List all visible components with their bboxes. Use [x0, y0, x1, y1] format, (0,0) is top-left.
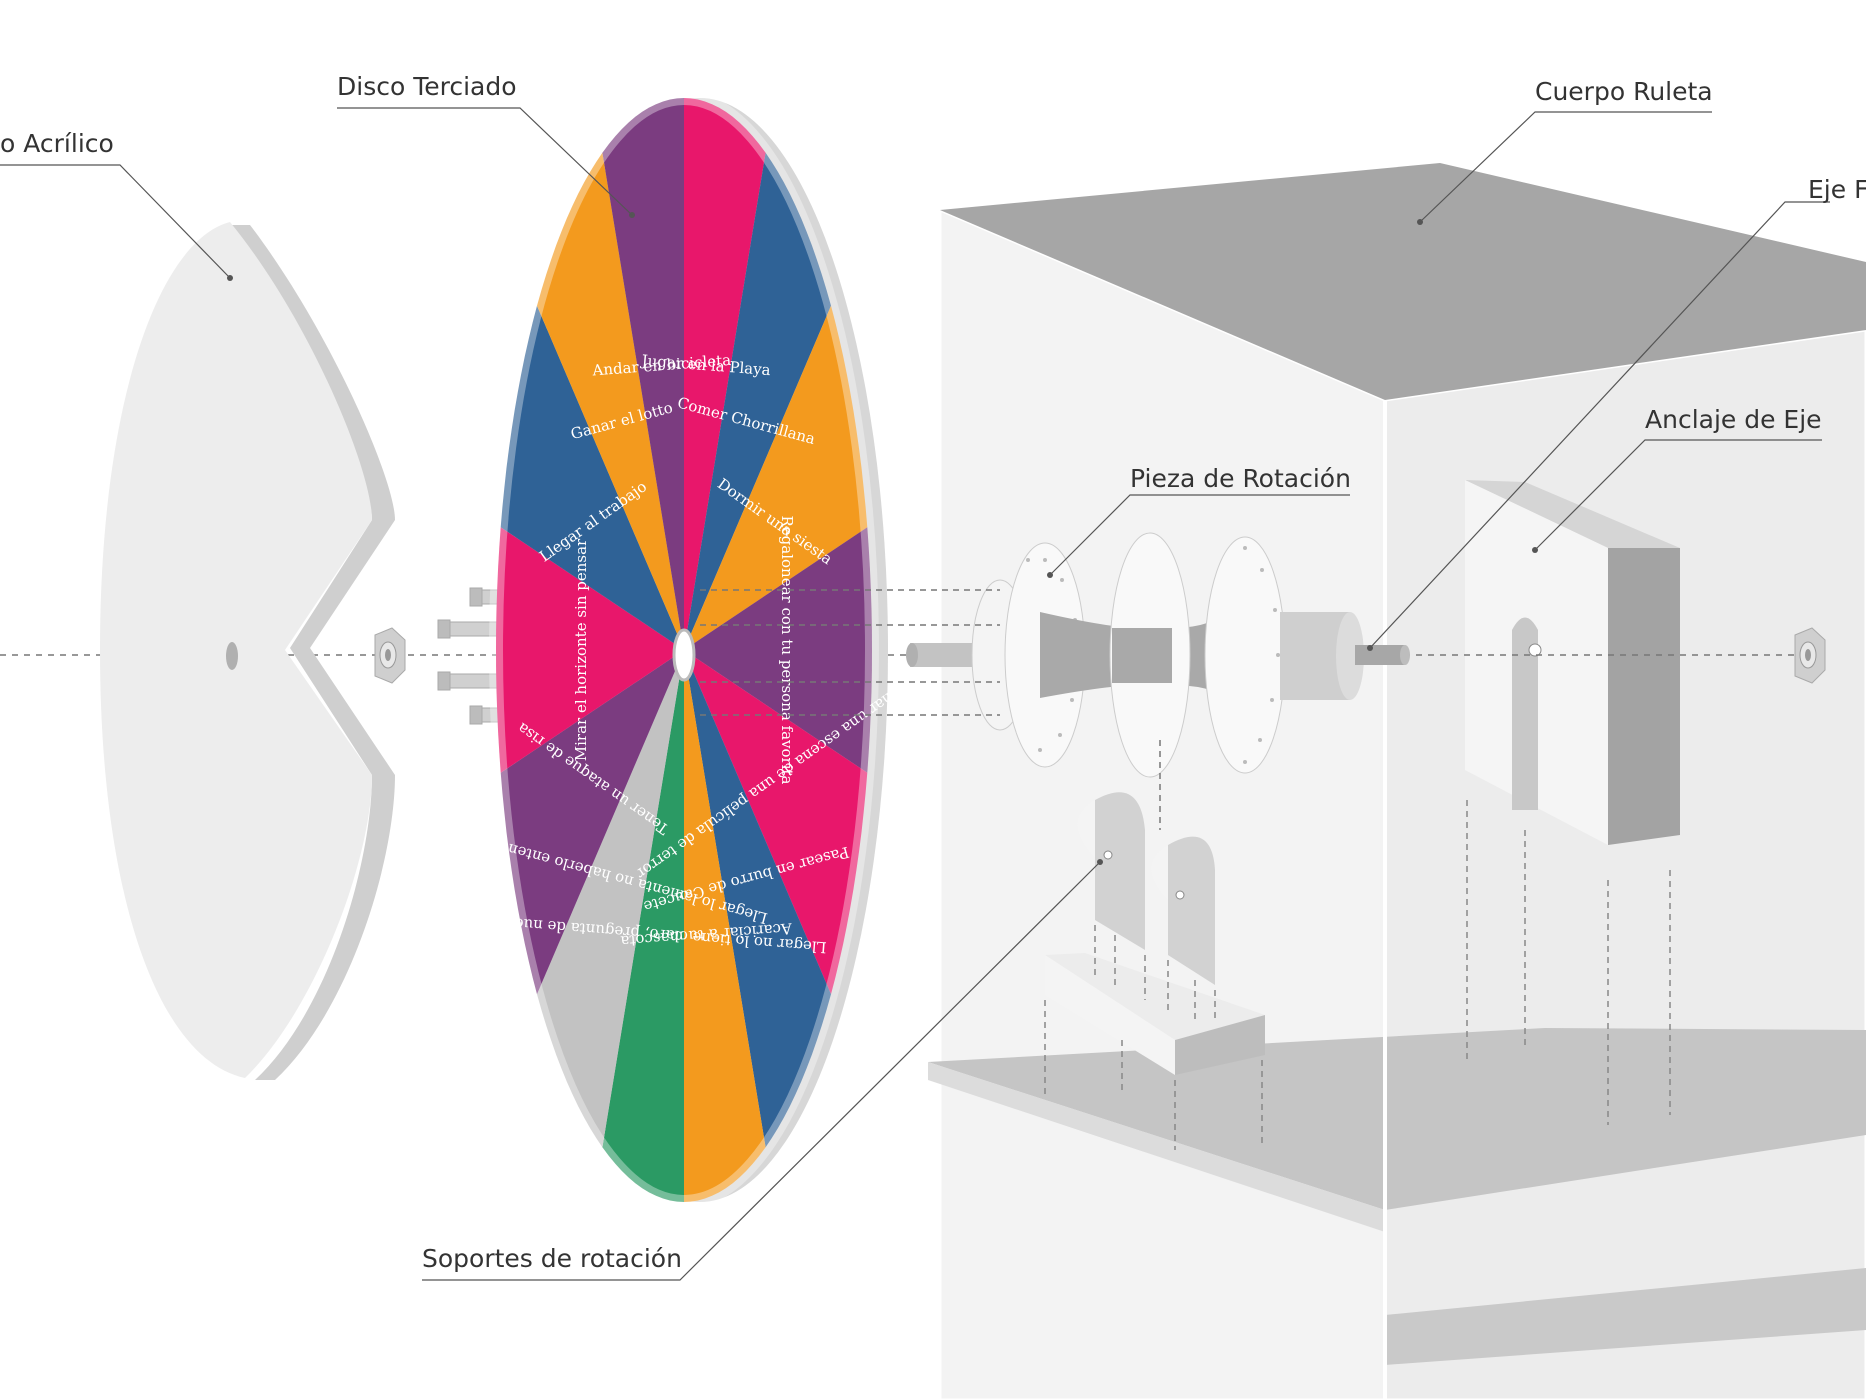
front-nut: [374, 627, 406, 684]
wheel-segment: [684, 650, 831, 1148]
support-block-right: [1168, 836, 1215, 985]
body-base-band: [1385, 1268, 1866, 1365]
leader-cuerpo: [1419, 111, 1712, 223]
wheel-segment: [537, 152, 684, 650]
body-front-face: [938, 207, 1387, 1400]
support-base-front: [1045, 955, 1175, 1075]
acrylic-disc-edge: [230, 225, 395, 1080]
wheel-segment: [537, 650, 684, 1148]
roulette-body: [928, 163, 1866, 1400]
label-eje: Eje F: [1808, 175, 1866, 204]
axle-anchor: [1465, 480, 1680, 1125]
label-disco-terciado: Disco Terciado: [337, 72, 517, 101]
anchor-side: [1608, 548, 1680, 845]
acrylic-disc: [100, 222, 395, 1080]
wheel-hub: [672, 628, 696, 682]
rotation-flange-back: [1204, 536, 1286, 774]
rotation-piece: [700, 532, 1410, 830]
body-top-face: [940, 163, 1866, 400]
wheel-segment: [684, 152, 831, 650]
wheel-segment: [602, 98, 684, 650]
back-nut: [1794, 627, 1826, 684]
wheel-segment-label: Regalonear con tu persona favorita: [778, 516, 796, 785]
anchor-hole: [1528, 643, 1542, 657]
leader-disco: [337, 107, 633, 216]
leader-acrilico: [0, 164, 231, 279]
leader-lines: [0, 107, 1830, 1281]
wheel-segment: [500, 650, 684, 995]
label-soportes-de-rotacion: Soportes de rotación: [422, 1244, 682, 1273]
acrylic-center-hole: [226, 642, 238, 670]
leader-eje: [1369, 201, 1830, 649]
support-base-side: [1175, 1015, 1265, 1075]
leader-anclaje: [1534, 439, 1822, 551]
label-cuerpo-ruleta: Cuerpo Ruleta: [1535, 77, 1713, 106]
support-base-top: [1045, 953, 1265, 1040]
wheel-segment: [684, 650, 766, 1202]
wheel-segment: [500, 305, 684, 650]
wheel-segment: [684, 98, 766, 650]
rotation-supports: [1044, 792, 1265, 1150]
support-block-left: [1095, 792, 1145, 950]
body-floor-edge: [928, 1062, 1385, 1232]
wheel-segment: [496, 527, 684, 773]
wheel-segment: [684, 650, 868, 995]
anchor-slot: [1512, 617, 1538, 810]
wheel-segments: [496, 98, 872, 1202]
leader-soportes: [422, 861, 1101, 1281]
label-acrilico: o Acrílico: [0, 129, 114, 158]
label-anclaje-de-eje: Anclaje de Eje: [1645, 405, 1822, 434]
axle-shaft: [1355, 645, 1405, 665]
leader-pieza: [1049, 494, 1350, 576]
anchor-dashed-legs: [1466, 800, 1671, 1125]
body-side-face: [1383, 328, 1866, 1400]
anchor-top: [1465, 480, 1680, 548]
wheel-outer-ring: [489, 91, 879, 1209]
wheel-segment: [602, 650, 684, 1202]
wheel-segment: [684, 527, 872, 773]
wheel-segment-label: Mirar el horizonte sin pensar: [572, 538, 590, 761]
wheel-segment: [684, 305, 868, 650]
body-floor-plate: [928, 1028, 1866, 1210]
label-pieza-de-rotacion: Pieza de Rotación: [1130, 464, 1351, 493]
